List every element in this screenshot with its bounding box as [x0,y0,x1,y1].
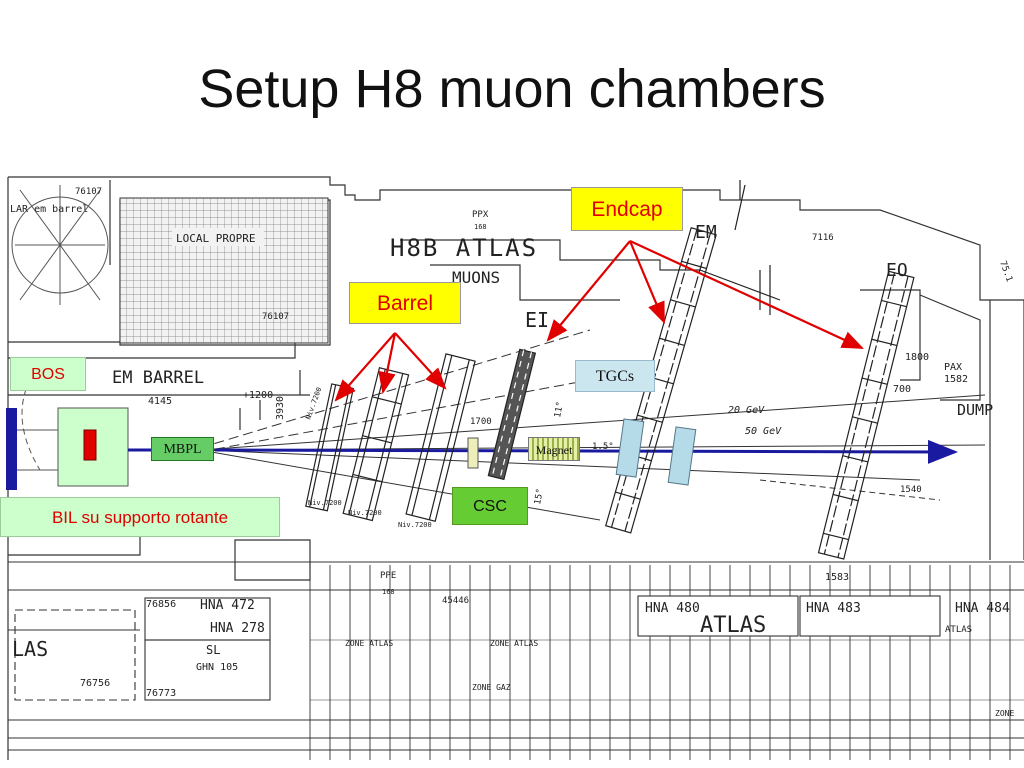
ppx-num: 168 [474,223,487,231]
barrel-chambers [305,348,537,522]
dim-75-1: 75.1 [997,260,1014,284]
engineering-drawing: LAR em barrel 76107 LOCAL PROPRE 76107 P… [6,176,1024,760]
muons-text: MUONS [452,268,500,287]
endcap-wheels [604,180,915,560]
eo-text: EO [886,260,908,281]
atlas-small-text: ATLAS [945,625,972,635]
csc-chamber [467,437,479,469]
mbpl-callout: MBPL [151,437,214,461]
hna483-text: HNA 483 [806,601,861,616]
niv-7200-c: Niv.7200 [348,509,382,517]
dim-1700: 1700 [470,417,492,427]
angle-15: 15° [533,488,546,506]
lower-rooms [8,595,941,701]
las-text: LAS [12,637,48,661]
barrel-callout: Barrel [349,282,461,324]
zone-atlas-2: ZONE ATLAS [490,639,538,648]
hna472-text: HNA 472 [200,598,255,613]
local-propre-text: LOCAL PROPRE [176,232,255,245]
lar-barrel-sketch [11,185,109,471]
zone-edge: ZONE [995,709,1014,718]
magnet-callout: Magnet [528,437,580,461]
em-barrel-text: EM BARREL [112,368,204,388]
bos-callout: BOS [10,357,86,391]
lar-em-barrel-text: LAR em barrel [10,204,88,215]
dim-1200: +1200 [243,390,273,401]
dim-76107-b: 76107 [262,312,289,322]
pax-num: 1582 [944,374,968,385]
niv-7200-a: Niv.7200 [304,386,323,420]
pax-text: PAX [944,362,962,373]
dim-76107-a: 76107 [75,187,102,197]
hna484-text: HNA 484 [955,601,1010,616]
drawing-annotations: LAR em barrel 76107 LOCAL PROPRE 76107 P… [10,187,1014,718]
dim-1583: 1583 [825,572,849,583]
zone-gaz: ZONE GAZ [472,683,511,692]
dim-76756: 76756 [80,678,110,689]
dim-4145: 4145 [148,396,172,407]
hna278-text: HNA 278 [210,621,265,636]
tgcs-callout: TGCs [575,360,655,392]
csc-callout: CSC [452,487,528,525]
dim-3930: 3930 [275,396,286,420]
dim-700: 700 [893,384,911,395]
dim-1800: 1800 [905,352,929,363]
sl-text: SL [206,643,220,657]
dim-1540: 1540 [900,485,922,495]
dim-76773: 76773 [146,688,176,699]
tgc-planes [615,418,697,486]
ei-text: EI [525,308,549,332]
ppe-text: PPE [380,571,396,581]
atlas-big-text: ATLAS [700,613,766,638]
hna480-text: HNA 480 [645,601,700,616]
bil-callout: BIL su supporto rotante [0,497,280,537]
niv-7200-d: Niv.7200 [398,521,432,529]
ppx-text: PPX [472,210,489,220]
dim-7116: 7116 [812,233,834,243]
slide-title: Setup H8 muon chambers [198,59,826,119]
dim-76856: 76856 [146,599,176,610]
niv-7200-b: Niv.7200 [308,499,342,507]
bil-support [6,407,151,490]
dump-text: DUMP [957,401,993,419]
callout-arrows [334,240,864,402]
angle-11: 11° [553,401,566,419]
zone-atlas-1: ZONE ATLAS [345,639,393,648]
angle-1-5: 1.5° [592,442,614,452]
local-propre-area [119,197,329,344]
gev20-text: 20 GeV [728,405,765,416]
dim-45446: 45446 [442,596,469,606]
ppe-num: 168 [382,588,395,596]
main-beam-axis [214,439,958,464]
gev50-text: 50 GeV [745,426,782,437]
h8b-atlas-text: H8B ATLAS [390,234,538,262]
floor-grid [8,561,1024,760]
endcap-callout: Endcap [571,187,683,231]
ghn105-text: GHN 105 [196,662,238,673]
em-text: EM [695,222,717,243]
